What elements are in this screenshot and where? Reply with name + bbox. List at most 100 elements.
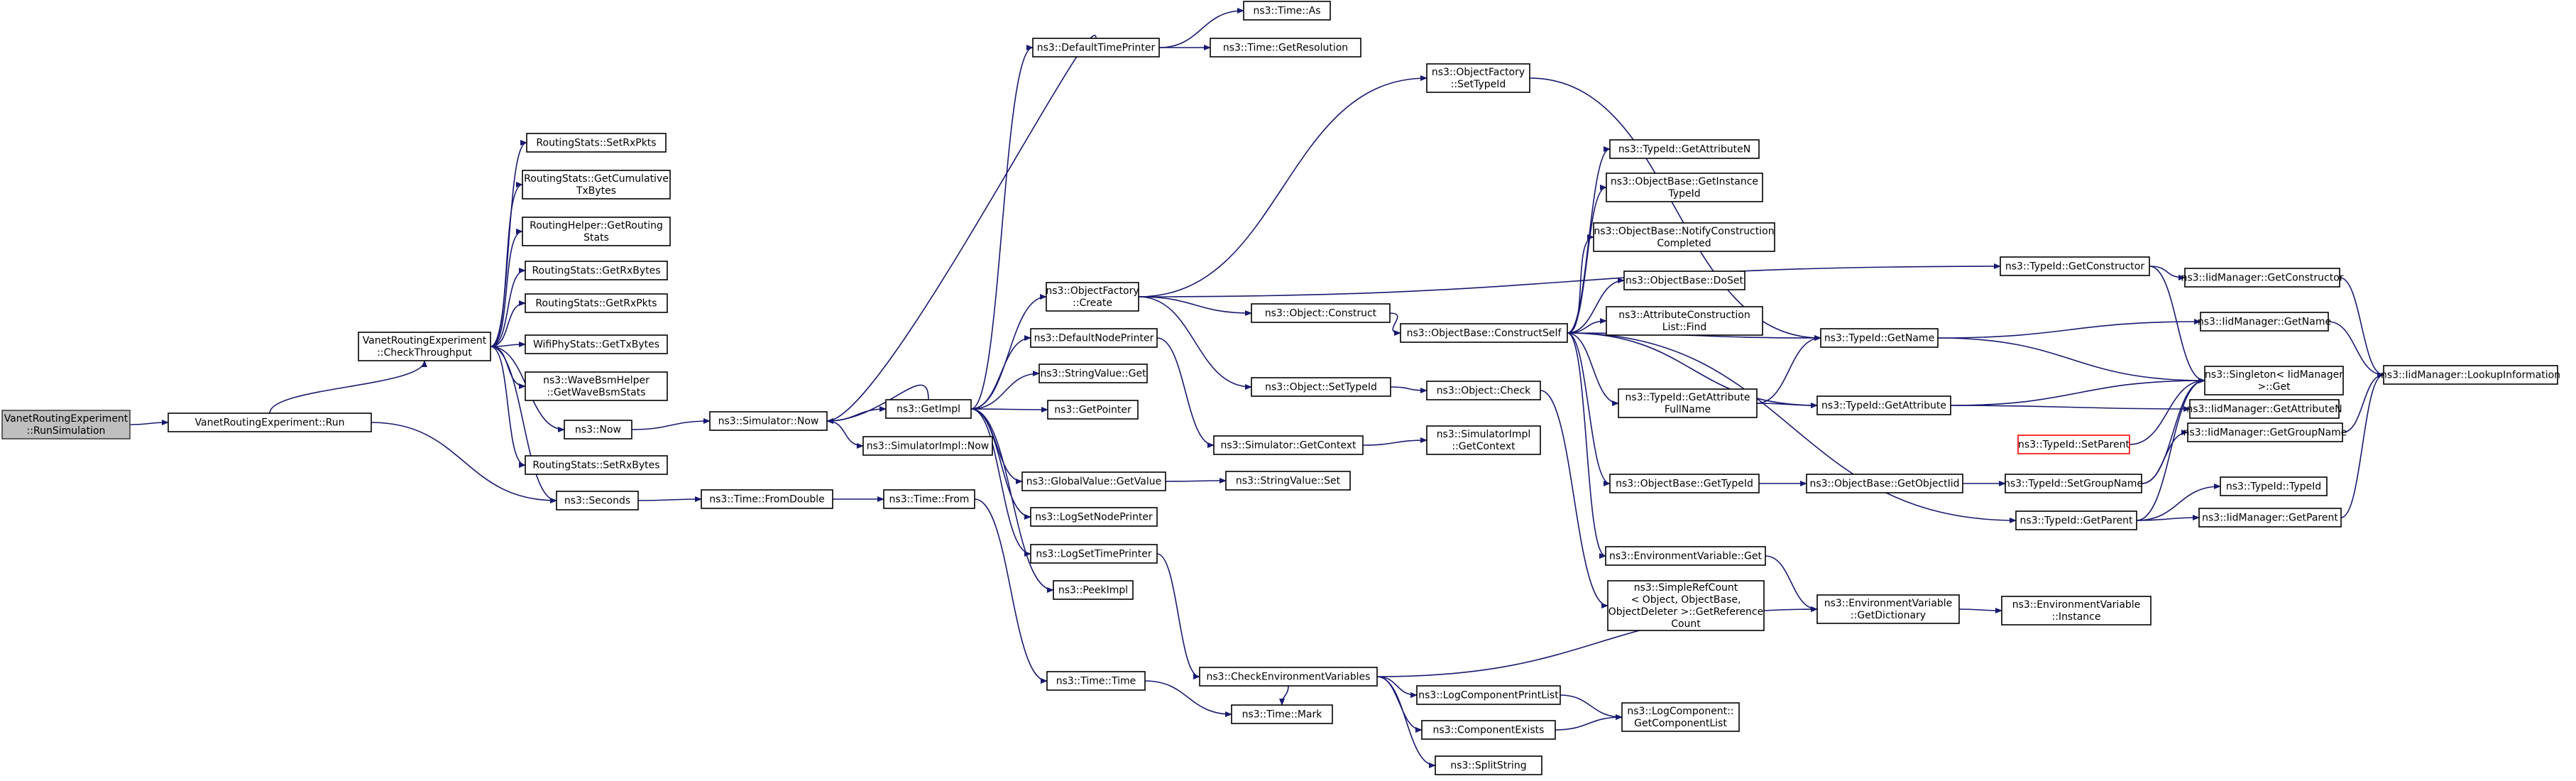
graph-node[interactable]: ns3::ObjectFactory::SetTypeId xyxy=(1426,63,1530,93)
node-box[interactable] xyxy=(1623,271,1745,290)
graph-node[interactable]: ns3::Time::FromDouble xyxy=(701,489,833,509)
node-box[interactable] xyxy=(1607,580,1765,631)
graph-node[interactable]: ns3::LogComponent::GetComponentList xyxy=(1621,702,1740,732)
graph-node[interactable]: ns3::TypeId::TypeId xyxy=(2220,476,2328,496)
node-box[interactable] xyxy=(1426,381,1541,400)
node-box[interactable] xyxy=(2000,256,2150,276)
graph-node[interactable]: ns3::GetPointer xyxy=(1047,400,1139,420)
node-box[interactable] xyxy=(2220,476,2328,496)
node-box[interactable] xyxy=(525,293,668,313)
node-box[interactable] xyxy=(883,489,975,509)
graph-node[interactable]: WifiPhyStats::GetTxBytes xyxy=(525,334,668,354)
node-box[interactable] xyxy=(1213,435,1364,455)
graph-node[interactable]: ns3::Time::Mark xyxy=(1231,704,1333,724)
graph-node[interactable]: RoutingStats::SetRxPkts xyxy=(526,133,667,153)
node-box[interactable] xyxy=(709,411,828,431)
graph-node[interactable]: ns3::EnvironmentVariable::Get xyxy=(1605,546,1766,566)
graph-node[interactable]: ns3::ObjectBase::GetTypeId xyxy=(1609,474,1760,493)
node-box[interactable] xyxy=(564,420,632,439)
graph-node[interactable]: ns3::GlobalValue::GetValue xyxy=(1021,471,1166,491)
node-box[interactable] xyxy=(1593,222,1775,252)
node-box[interactable] xyxy=(522,217,671,246)
node-box[interactable] xyxy=(1609,139,1760,159)
graph-node[interactable]: ns3::DefaultTimePrinter xyxy=(1032,38,1160,58)
node-box[interactable] xyxy=(885,399,972,419)
node-box[interactable] xyxy=(1426,63,1530,93)
node-box[interactable] xyxy=(1225,471,1351,491)
node-box[interactable] xyxy=(1047,400,1139,420)
node-box[interactable] xyxy=(1820,328,1939,348)
node-box[interactable] xyxy=(2383,365,2558,385)
graph-node[interactable]: ns3::ObjectBase::DoSet xyxy=(1623,271,1745,290)
node-box[interactable] xyxy=(1251,303,1391,323)
graph-node[interactable]: ns3::Simulator::Now xyxy=(709,411,828,431)
node-box[interactable] xyxy=(1021,471,1166,491)
graph-node[interactable]: ns3::Singleton< IidManager>::Get xyxy=(2204,366,2344,395)
node-box[interactable] xyxy=(2189,399,2340,419)
node-box[interactable] xyxy=(1032,38,1160,58)
graph-node[interactable]: ns3::Object::Construct xyxy=(1251,303,1391,323)
graph-node[interactable]: RoutingStats::GetRxPkts xyxy=(525,293,668,313)
graph-node[interactable]: ns3::TypeId::GetConstructor xyxy=(2000,256,2150,276)
node-box[interactable] xyxy=(1210,38,1361,58)
node-box[interactable] xyxy=(1046,671,1146,691)
graph-node[interactable]: ns3::TypeId::GetName xyxy=(1820,328,1939,348)
node-box[interactable] xyxy=(862,436,993,456)
node-box[interactable] xyxy=(1030,328,1158,348)
graph-node[interactable]: RoutingStats::GetRxBytes xyxy=(525,261,668,280)
node-box[interactable] xyxy=(1621,702,1740,732)
node-box[interactable] xyxy=(1605,546,1766,566)
graph-node[interactable]: ns3::StringValue::Set xyxy=(1225,471,1351,491)
node-box[interactable] xyxy=(522,170,671,200)
graph-node[interactable]: ns3::TypeId::GetParent xyxy=(2015,510,2137,530)
node-box[interactable] xyxy=(1,410,131,439)
graph-node[interactable]: ns3::IidManager::GetConstructor xyxy=(2181,268,2344,288)
node-box[interactable] xyxy=(1606,306,1763,336)
node-box[interactable] xyxy=(2200,312,2329,332)
node-box[interactable] xyxy=(1046,282,1139,312)
node-box[interactable] xyxy=(2184,268,2340,288)
node-box[interactable] xyxy=(1416,685,1561,705)
node-box[interactable] xyxy=(1426,425,1541,455)
graph-node[interactable]: ns3::SplitString xyxy=(1435,755,1542,775)
node-box[interactable] xyxy=(1609,474,1760,493)
node-box[interactable] xyxy=(556,491,639,510)
graph-node[interactable]: ns3::SimulatorImpl::Now xyxy=(862,436,993,456)
node-box[interactable] xyxy=(1199,667,1378,687)
graph-node[interactable]: ns3::IidManager::GetAttributeN xyxy=(2186,399,2342,419)
graph-node[interactable]: ns3::TypeId::GetAttributeN xyxy=(1609,139,1760,159)
node-box[interactable] xyxy=(2001,596,2152,626)
node-box[interactable] xyxy=(2005,474,2142,493)
node-box[interactable] xyxy=(2017,435,2130,454)
graph-node[interactable]: ns3::WaveBsmHelper::GetWaveBsmStats xyxy=(525,371,668,401)
node-box[interactable] xyxy=(525,455,668,475)
node-box[interactable] xyxy=(1606,173,1763,202)
graph-node[interactable]: ns3::Seconds xyxy=(556,491,639,510)
graph-node[interactable]: ns3::LogComponentPrintList xyxy=(1416,685,1561,705)
graph-node[interactable]: ns3::Time::Time xyxy=(1046,671,1146,691)
graph-node[interactable]: VanetRoutingExperiment::Run xyxy=(168,413,372,432)
node-box[interactable] xyxy=(1231,704,1333,724)
graph-node[interactable]: ns3::IidManager::GetName xyxy=(2198,312,2331,332)
graph-node[interactable]: ns3::LogSetTimePrinter xyxy=(1030,544,1158,564)
graph-node[interactable]: ns3::ObjectBase::ConstructSelf xyxy=(1400,323,1568,343)
graph-node[interactable]: ns3::TypeId::GetAttribute xyxy=(1816,395,1951,415)
node-box[interactable] xyxy=(2204,366,2344,395)
graph-node[interactable]: ns3::PeekImpl xyxy=(1053,580,1134,600)
node-box[interactable] xyxy=(358,332,491,361)
node-box[interactable] xyxy=(1038,364,1148,383)
node-box[interactable] xyxy=(526,133,667,153)
graph-node[interactable]: ns3::EnvironmentVariable::GetDictionary xyxy=(1816,594,1960,624)
graph-node[interactable]: ns3::DefaultNodePrinter xyxy=(1030,328,1158,348)
graph-node[interactable]: ns3::Time::From xyxy=(883,489,975,509)
node-box[interactable] xyxy=(1816,594,1960,624)
graph-node[interactable]: ns3::ComponentExists xyxy=(1421,720,1556,740)
graph-node[interactable]: ns3::SimpleRefCount< Object, ObjectBase,… xyxy=(1607,580,1765,631)
node-box[interactable] xyxy=(1053,580,1134,600)
node-box[interactable] xyxy=(168,413,372,432)
graph-node[interactable]: ns3::Time::GetResolution xyxy=(1210,38,1361,58)
